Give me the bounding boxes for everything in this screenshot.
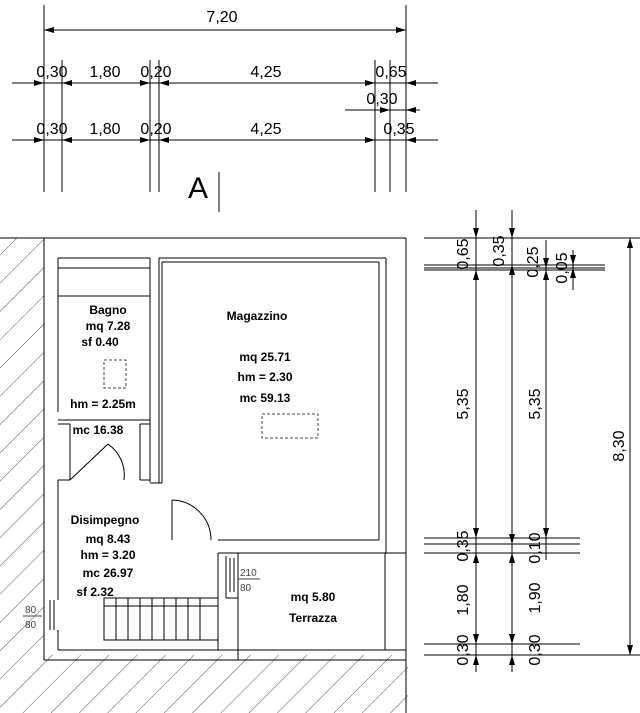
fixture-magazzino xyxy=(261,413,319,439)
dim-row1-wall-right: 0,65 xyxy=(375,64,406,81)
dim-row1-wall-mid: 0,20 xyxy=(140,64,171,81)
rdim-col2-top: 0,35 xyxy=(491,235,508,266)
window-right-width: 80 xyxy=(240,583,252,594)
bagno-name: Bagno xyxy=(89,303,126,317)
section-label: A xyxy=(188,172,208,205)
dim-row1-magazzino: 4,25 xyxy=(250,64,281,81)
dim-row3-wall-right: 0,35 xyxy=(383,121,414,138)
dim-row2-wall-right: 0,30 xyxy=(366,91,397,108)
ground-hatch-bottom xyxy=(44,655,408,713)
window-left-height: 80 xyxy=(25,605,37,616)
rdim-col1-terrazza: 1,80 xyxy=(455,584,472,615)
rdim-col1-mid: 5,35 xyxy=(455,388,472,419)
rdim-col3-top: 0,25 xyxy=(525,246,542,277)
magazzino-mc: mc 59.13 xyxy=(240,391,291,405)
magazzino-mq: mq 25.71 xyxy=(239,350,291,364)
rdim-col2-mid: 5,35 xyxy=(527,388,544,419)
window-right-height: 210 xyxy=(240,568,257,579)
stairs xyxy=(103,597,219,641)
walls xyxy=(0,237,407,713)
rdim-col1-bottom: 0,30 xyxy=(455,634,472,665)
door-magazzino xyxy=(171,499,212,541)
dim-row3-wall-left: 0,30 xyxy=(36,121,67,138)
window-right xyxy=(229,558,235,592)
rdim-overall-height: 8,30 xyxy=(611,430,628,461)
dim-overall-width: 7,20 xyxy=(206,9,237,26)
disimpegno-hm: hm = 3.20 xyxy=(80,548,135,562)
right-dimension-lines xyxy=(424,210,640,672)
door-bagno xyxy=(69,443,125,481)
bagno-mc: mc 16.38 xyxy=(73,423,124,437)
window-left xyxy=(49,600,55,630)
rdim-col2-wall: 0,10 xyxy=(527,532,544,563)
rdim-col4-top: 0,05 xyxy=(554,252,571,283)
right-dimension-arrows xyxy=(473,228,633,665)
disimpegno-name: Disimpegno xyxy=(71,513,140,527)
magazzino-name: Magazzino xyxy=(227,309,288,323)
dim-row1-bagno: 1,80 xyxy=(89,64,120,81)
fixture-bagno xyxy=(103,359,127,389)
top-dimension-arrows xyxy=(34,27,416,143)
terrazza-mq: mq 5.80 xyxy=(291,590,336,604)
ground-hatch-left xyxy=(0,238,44,713)
rdim-col2-bottom: 0,30 xyxy=(527,634,544,665)
rdim-col1-wall: 0,35 xyxy=(455,530,472,561)
magazzino-hm: hm = 2.30 xyxy=(237,370,292,384)
terrazza-name: Terrazza xyxy=(289,611,337,625)
dim-row3-wall-mid: 0,20 xyxy=(140,121,171,138)
dim-row1-wall-left: 0,30 xyxy=(36,64,67,81)
window-left-width: 80 xyxy=(25,620,37,631)
disimpegno-mc: mc 26.97 xyxy=(83,566,134,580)
bagno-sf: sf 0.40 xyxy=(81,335,119,349)
disimpegno-mq: mq 8.43 xyxy=(86,532,131,546)
bagno-mq: mq 7.28 xyxy=(86,319,131,333)
dim-row3-bagno: 1,80 xyxy=(89,121,120,138)
rdim-col1-top: 0,65 xyxy=(455,238,472,269)
rdim-col2-terrazza: 1,90 xyxy=(527,582,544,613)
disimpegno-sf: sf 2.32 xyxy=(76,585,114,599)
bagno-hm: hm = 2.25m xyxy=(70,397,136,411)
dim-row3-magazzino: 4,25 xyxy=(250,121,281,138)
